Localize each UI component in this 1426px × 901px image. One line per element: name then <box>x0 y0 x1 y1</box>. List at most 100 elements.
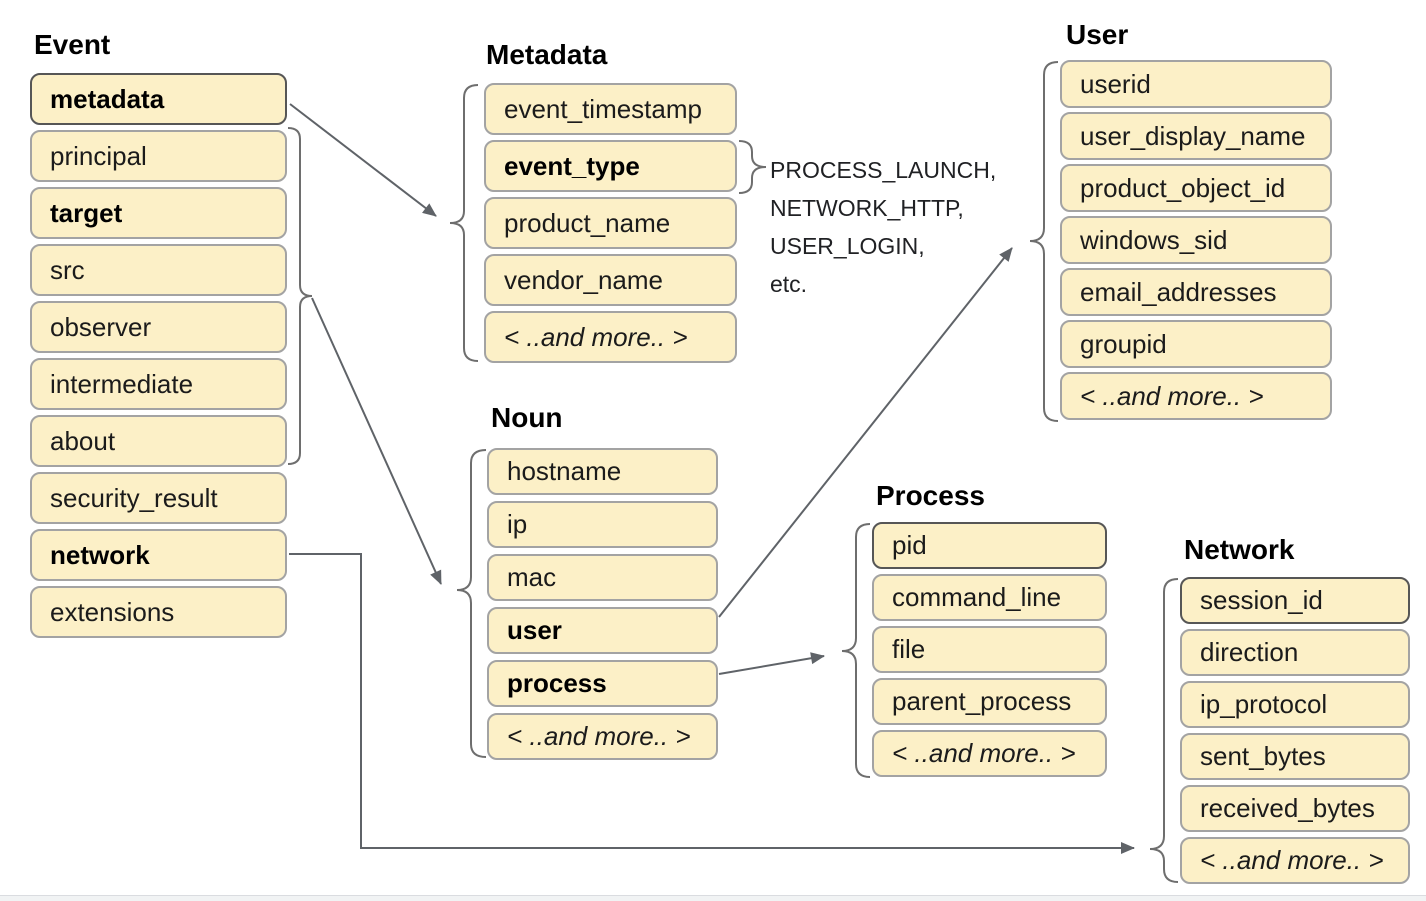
field-ip-protocol: ip_protocol <box>1180 681 1410 728</box>
field-label: target <box>50 197 123 228</box>
field-src: src <box>30 244 287 296</box>
field-label: received_bytes <box>1200 793 1375 823</box>
field-and-more: < ..and more.. > <box>487 713 718 760</box>
field-hostname: hostname <box>487 448 718 495</box>
group-user-fields: userid user_display_name product_object_id… <box>1060 60 1332 420</box>
field-label: extensions <box>50 596 175 627</box>
brace-network-group <box>1149 578 1179 883</box>
brace-metadata-group <box>449 84 479 362</box>
field-command-line: command_line <box>872 574 1107 621</box>
group-title-user: User <box>1066 19 1129 50</box>
group-event-fields: metadata principal target src observer interm… <box>30 73 287 638</box>
field-extensions: extensions <box>30 586 287 638</box>
field-email-addresses: email_addresses <box>1060 268 1332 316</box>
field-label: ip <box>507 509 528 539</box>
brace-noun-group <box>456 449 487 758</box>
field-and-more: < ..and more.. > <box>1060 372 1332 420</box>
field-label: security_result <box>50 482 218 513</box>
field-label: process <box>507 668 607 698</box>
field-session-id: session_id <box>1180 577 1410 624</box>
field-intermediate: intermediate <box>30 358 287 410</box>
field-label: < ..and more.. > <box>504 321 688 352</box>
field-groupid: groupid <box>1060 320 1332 368</box>
bottom-edge-bar <box>0 895 1426 901</box>
field-label: src <box>50 254 85 285</box>
field-pid: pid <box>872 522 1107 569</box>
field-label: event_timestamp <box>504 93 702 124</box>
field-label: session_id <box>1200 585 1323 615</box>
field-process: process <box>487 660 718 707</box>
field-label: metadata <box>50 83 165 114</box>
field-label: vendor_name <box>504 264 663 295</box>
field-label: sent_bytes <box>1200 741 1326 771</box>
field-label: direction <box>1200 637 1299 667</box>
field-label: parent_process <box>892 686 1072 716</box>
brace-event-type-values <box>738 140 767 194</box>
field-label: pid <box>892 530 927 560</box>
field-direction: direction <box>1180 629 1410 676</box>
field-product-name: product_name <box>484 197 737 249</box>
group-event: Event metadata principal target src observer… <box>30 30 287 638</box>
field-file: file <box>872 626 1107 673</box>
field-user-display-name: user_display_name <box>1060 112 1332 160</box>
field-label: intermediate <box>50 368 194 399</box>
field-label: mac <box>507 562 557 592</box>
field-sent-bytes: sent_bytes <box>1180 733 1410 780</box>
field-mac: mac <box>487 554 718 601</box>
brace-process-group <box>841 523 871 778</box>
field-product-object-id: product_object_id <box>1060 164 1332 212</box>
field-parent-process: parent_process <box>872 678 1107 725</box>
field-and-more: < ..and more.. > <box>872 730 1107 777</box>
group-title-noun: Noun <box>491 402 563 433</box>
field-vendor-name: vendor_name <box>484 254 737 306</box>
field-label: network <box>50 539 150 570</box>
field-and-more: < ..and more.. > <box>1180 837 1410 884</box>
event-type-values-note: PROCESS_LAUNCH,NETWORK_HTTP,USER_LOGIN,e… <box>770 151 996 303</box>
field-label: < ..and more.. > <box>507 721 691 751</box>
field-about: about <box>30 415 287 467</box>
brace-user-group <box>1029 61 1059 422</box>
group-network-fields: session_id direction ip_protocol sent_bytes… <box>1180 577 1410 884</box>
field-and-more: < ..and more.. > <box>484 311 737 363</box>
group-title-network: Network <box>1184 534 1295 565</box>
arrow-process-to-process-group <box>718 652 825 675</box>
field-principal: principal <box>30 130 287 182</box>
field-user: user <box>487 607 718 654</box>
field-observer: observer <box>30 301 287 353</box>
event-type-value-line: PROCESS_LAUNCH, <box>770 157 997 183</box>
field-label: command_line <box>892 582 1062 612</box>
field-label: file <box>892 634 926 664</box>
field-label: userid <box>1080 68 1151 99</box>
field-label: groupid <box>1080 328 1167 359</box>
field-label: windows_sid <box>1080 224 1228 255</box>
arrow-metadata-to-metadata-group <box>289 103 437 217</box>
group-user: User userid user_display_name product_obje… <box>1060 20 1332 420</box>
field-label: principal <box>50 140 147 171</box>
field-received-bytes: received_bytes <box>1180 785 1410 832</box>
field-label: ip_protocol <box>1200 689 1328 719</box>
field-label: user <box>507 615 562 645</box>
field-ip: ip <box>487 501 718 548</box>
brace-event-noun-fields <box>287 127 313 465</box>
field-label: product_object_id <box>1080 172 1286 203</box>
group-title-event: Event <box>34 29 111 60</box>
field-label: observer <box>50 311 152 342</box>
group-title-metadata: Metadata <box>486 39 608 70</box>
field-security-result: security_result <box>30 472 287 524</box>
group-noun-fields: hostname ip mac user process < ..and more.. > <box>487 448 718 760</box>
arrow-event-nouns-to-noun-group <box>311 297 442 585</box>
field-target: target <box>30 187 287 239</box>
event-type-value-line: USER_LOGIN, <box>770 233 925 259</box>
field-event-timestamp: event_timestamp <box>484 83 737 135</box>
field-label: < ..and more.. > <box>1200 845 1384 875</box>
field-metadata: metadata <box>30 73 287 125</box>
field-label: < ..and more.. > <box>1080 380 1264 411</box>
field-label: email_addresses <box>1080 276 1277 307</box>
event-type-value-line: NETWORK_HTTP, <box>770 195 964 221</box>
field-userid: userid <box>1060 60 1332 108</box>
field-label: about <box>50 425 116 456</box>
